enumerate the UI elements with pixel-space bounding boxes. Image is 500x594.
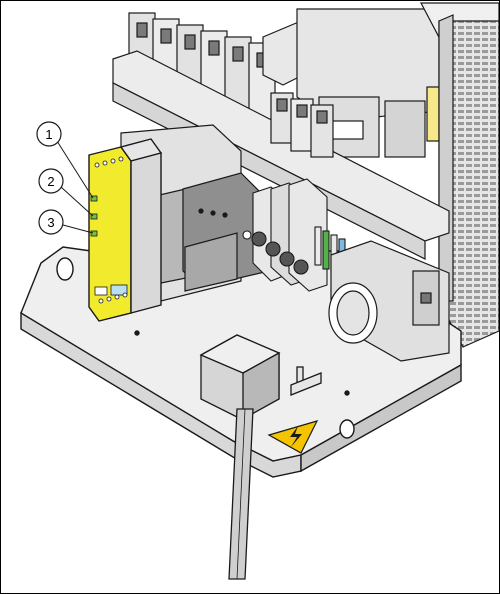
callout-3: 3 <box>39 210 93 234</box>
led-indicator-3 <box>91 231 97 236</box>
callout-2-label: 2 <box>47 174 54 189</box>
callout-2: 2 <box>39 169 93 216</box>
callout-1-label: 1 <box>45 127 52 142</box>
callout-3-label: 3 <box>47 215 54 230</box>
safety-relay-module <box>89 139 161 321</box>
